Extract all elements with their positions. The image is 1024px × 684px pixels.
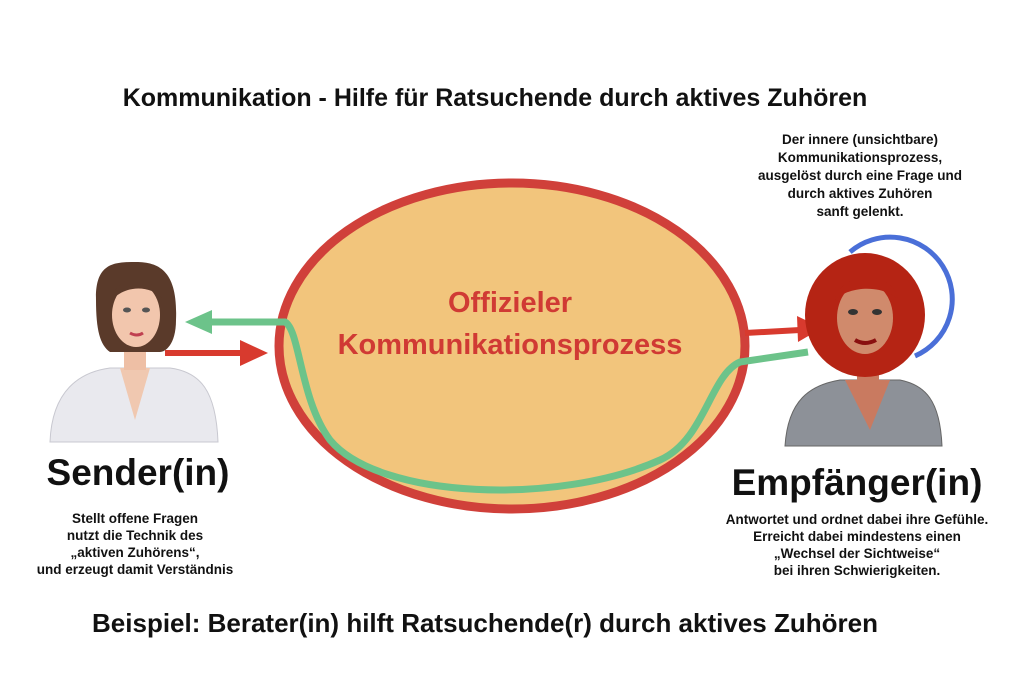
red-arrowhead-left-icon (240, 340, 268, 366)
green-arrowhead-icon (185, 310, 212, 334)
center-label: Offizieler Kommunikationsprozess (290, 282, 730, 366)
desc-line: Stellt offene Fragen (71, 511, 198, 526)
desc-line: „aktiven Zuhörens“, (70, 545, 200, 560)
sender-label: Sender(in) (46, 452, 230, 493)
sender-description: Stellt offene Fragen nutzt die Technik d… (0, 510, 270, 578)
center-label-line2: Kommunikationsprozess (337, 329, 683, 361)
note-line: Kommunikationsprozess, (777, 150, 943, 165)
desc-line: bei ihren Schwierigkeiten. (773, 563, 941, 578)
desc-line: „Wechsel der Sichtweise“ (773, 546, 941, 561)
note-line: sanft gelenkt. (816, 204, 904, 219)
desc-line: nutzt die Technik des (66, 528, 204, 543)
green-feedback-path (205, 318, 809, 494)
footer-example: Beispiel: Berater(in) hilft Ratsuchende(… (92, 608, 878, 638)
sender-figure (49, 262, 219, 443)
official-process-ellipse (274, 178, 750, 514)
note-line: Der innere (unsichtbare) (781, 132, 939, 147)
receiver-label: Empfänger(in) (731, 462, 983, 503)
desc-line: und erzeugt damit Verständnis (36, 562, 234, 577)
receiver-figure (784, 253, 943, 447)
page-title: Kommunikation - Hilfe für Ratsuchende du… (122, 84, 868, 112)
note-line: ausgelöst durch eine Frage und (757, 168, 963, 183)
inner-process-note: Der innere (unsichtbare) Kommunikationsp… (740, 131, 980, 221)
desc-line: Erreicht dabei mindestens einen (753, 529, 961, 544)
center-label-line1: Offizieler (447, 287, 573, 319)
desc-line: Antwortet und ordnet dabei ihre Gefühle. (725, 512, 989, 527)
inner-process-loop (848, 234, 955, 359)
receiver-description: Antwortet und ordnet dabei ihre Gefühle.… (695, 511, 1019, 579)
note-line: durch aktives Zuhören (787, 186, 933, 201)
red-arrow-right (744, 327, 801, 336)
